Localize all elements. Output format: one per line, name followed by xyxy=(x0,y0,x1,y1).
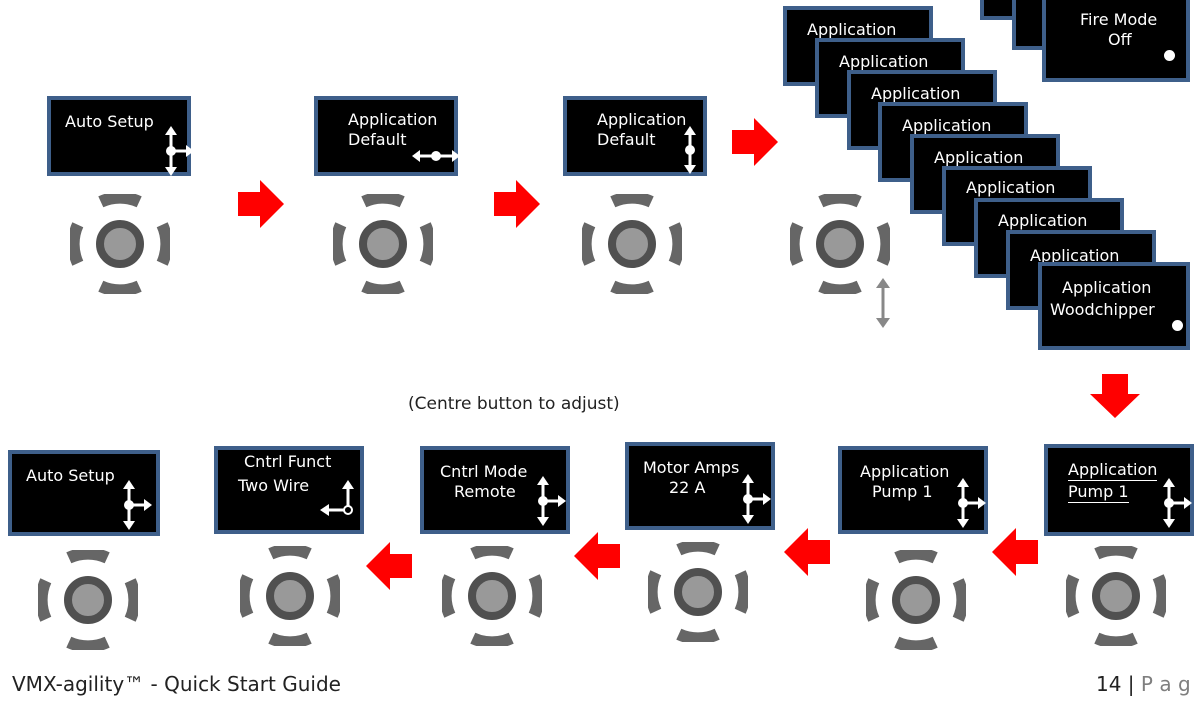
display-line1: Application xyxy=(902,116,992,135)
display-cntrl-funct: Cntrl Funct Two Wire xyxy=(214,446,364,534)
display-line2: Default xyxy=(348,130,407,149)
display-line2: Remote xyxy=(454,482,516,501)
display-application-pump1: Application Pump 1 xyxy=(838,446,988,534)
caption: (Centre button to adjust) xyxy=(408,394,620,414)
keypad-directional-ring xyxy=(38,550,138,650)
display-auto-setup: Auto Setup xyxy=(47,96,194,176)
display-line1: Motor Amps xyxy=(643,458,740,477)
display-auto-setup: Auto Setup xyxy=(8,450,160,536)
nav-up-left-icon xyxy=(320,480,354,516)
keypad xyxy=(582,194,682,294)
display-line1: Auto Setup xyxy=(26,466,115,485)
display-motor-amps: Motor Amps 22 A xyxy=(625,442,775,530)
display-line1: Application xyxy=(934,148,1024,167)
centre-button[interactable] xyxy=(359,220,407,268)
display-cntrl-mode: Cntrl Mode Remote xyxy=(420,446,570,534)
keypad xyxy=(866,550,966,650)
keypad-directional-ring xyxy=(790,194,890,294)
keypad-directional-ring xyxy=(240,546,340,646)
keypad xyxy=(240,546,340,646)
display-line2: Pump 1 xyxy=(1068,482,1129,503)
flow-arrow-left xyxy=(366,542,412,590)
footer-title: VMX-agility™ - Quick Start Guide xyxy=(12,672,341,696)
nav-up-down-right-icon xyxy=(123,480,152,530)
keypad-directional-ring xyxy=(70,194,170,294)
flow-arrow-left xyxy=(992,528,1038,576)
flow-arrow-left xyxy=(574,532,620,580)
display-line2: 22 A xyxy=(669,478,706,497)
display-fire-mode: Fire Mode Off xyxy=(1042,0,1190,82)
display-line1: Application xyxy=(871,84,961,103)
display-line1: Application xyxy=(1030,246,1120,265)
display-application-woodchipper: Application Woodchipper xyxy=(1038,262,1190,350)
page-number-value: 14 xyxy=(1096,672,1122,696)
keypad xyxy=(790,194,890,294)
keypad xyxy=(648,542,748,642)
flow-arrow-right xyxy=(238,180,284,228)
display-line2: Woodchipper xyxy=(1050,300,1155,319)
nav-up-down-right-icon xyxy=(957,478,986,528)
nav-up-down-right-icon xyxy=(1163,478,1192,528)
keypad xyxy=(442,546,542,646)
centre-button[interactable] xyxy=(816,220,864,268)
centre-button[interactable] xyxy=(1092,572,1140,620)
display-line1: Application xyxy=(998,211,1088,230)
centre-button[interactable] xyxy=(608,220,656,268)
display-line1: Application xyxy=(966,178,1056,197)
keypad xyxy=(1066,546,1166,646)
display-application-default-ud: Application Default xyxy=(563,96,707,176)
display-line1: Application xyxy=(348,110,438,129)
display-line1: Application xyxy=(1062,278,1152,297)
centre-button[interactable] xyxy=(892,576,940,624)
keypad-directional-ring xyxy=(1066,546,1166,646)
display-line1: Application xyxy=(860,462,950,481)
display-line1: Application xyxy=(1068,460,1158,481)
keypad xyxy=(70,194,170,294)
display-application-pump1-edit: Application Pump 1 xyxy=(1044,444,1194,536)
keypad-directional-ring xyxy=(442,546,542,646)
keypad xyxy=(38,550,138,650)
page-word: P a g xyxy=(1140,672,1191,696)
page-number-separator: | xyxy=(1121,672,1141,696)
keypad-directional-ring xyxy=(582,194,682,294)
flow-arrow-left xyxy=(784,528,830,576)
scroll-up-down-icon xyxy=(876,278,890,328)
display-line2: Pump 1 xyxy=(872,482,933,501)
value-dot-icon xyxy=(1164,50,1175,61)
display-line1: Cntrl Funct xyxy=(244,452,332,471)
centre-button[interactable] xyxy=(64,576,112,624)
nav-left-right-icon xyxy=(412,150,460,162)
centre-button[interactable] xyxy=(468,572,516,620)
keypad-directional-ring xyxy=(648,542,748,642)
display-line2: Two Wire xyxy=(238,476,310,495)
nav-up-down-right-icon xyxy=(537,476,566,526)
value-dot-icon xyxy=(1172,320,1183,331)
centre-button[interactable] xyxy=(266,572,314,620)
display-line1: Application xyxy=(839,52,929,71)
flow-arrow-right xyxy=(494,180,540,228)
flow-arrow-down xyxy=(1090,374,1140,418)
display-line1: Auto Setup xyxy=(65,112,154,131)
display-line1: Cntrl Mode xyxy=(440,462,528,481)
page-number: 14 | P a g xyxy=(1096,672,1191,696)
keypad-directional-ring xyxy=(866,550,966,650)
keypad xyxy=(333,194,433,294)
nav-up-down-icon xyxy=(684,126,696,174)
keypad-directional-ring xyxy=(333,194,433,294)
display-line1: Application xyxy=(807,20,897,39)
centre-button[interactable] xyxy=(674,568,722,616)
display-line1: Fire Mode xyxy=(1080,10,1158,29)
flow-arrow-right xyxy=(732,118,778,166)
nav-up-down-right-icon xyxy=(742,474,771,524)
display-line1: Application xyxy=(597,110,687,129)
display-application-default-lr: Application Default xyxy=(314,96,460,176)
display-line2: Default xyxy=(597,130,656,149)
display-line2: Off xyxy=(1108,30,1132,49)
centre-button[interactable] xyxy=(96,220,144,268)
nav-up-down-right-icon xyxy=(165,126,194,176)
